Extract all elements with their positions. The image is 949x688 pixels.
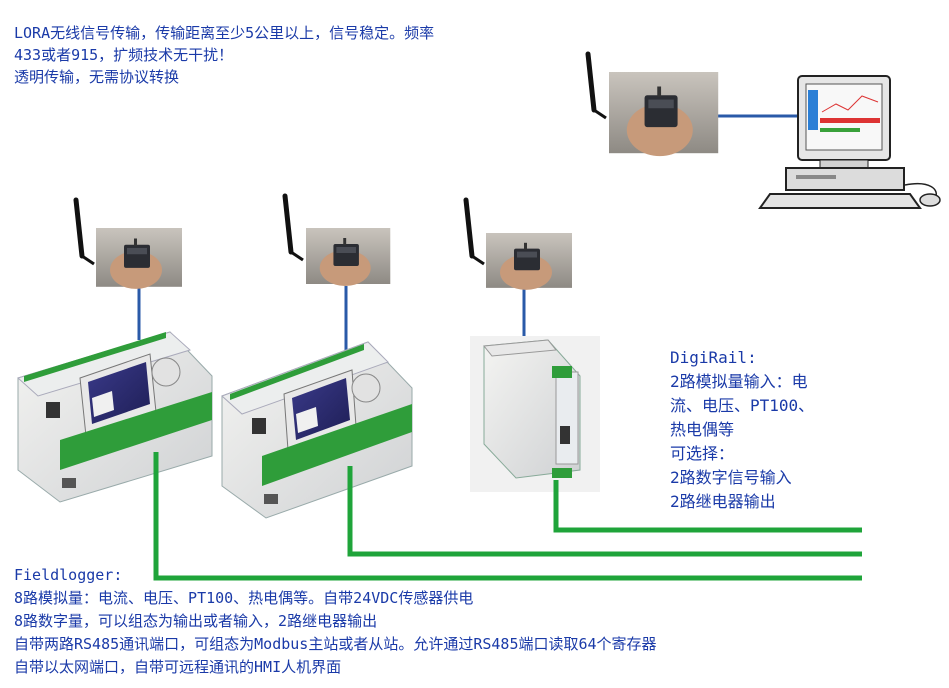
digirail-device [470, 336, 600, 492]
blue-links [137, 114, 798, 360]
fieldlogger-device-1 [17, 331, 213, 503]
lora-line-3: 透明传输，无需协议转换 [14, 68, 180, 86]
fieldlogger-line-2: 8路模拟量：电流、电压、PT100、热电偶等。自带24VDC传感器供电 [14, 589, 474, 607]
digirail-line-7: 2路继电器输出 [670, 492, 776, 511]
fieldlogger-line-1: Fieldlogger: [14, 566, 123, 584]
bus-line-fieldlogger-2 [347, 466, 862, 557]
lora-line-1: LORA无线信号传输，传输距离至少5公里以上，信号稳定。频率 [14, 24, 435, 42]
base-radio [588, 54, 719, 157]
fieldlogger-line-4: 自带两路RS485通讯端口，可组态为Modbus主站或者从站。允许通过RS485… [14, 635, 657, 653]
digirail-description: DigiRail: 2路模拟量输入：电 流、电压、PT100、 热电偶等 可选择… [670, 346, 814, 514]
digirail-line-1: DigiRail: [670, 348, 757, 367]
pc-workstation [758, 75, 941, 209]
remote-radio-2 [285, 196, 391, 286]
remote-radio-3 [466, 200, 572, 290]
lora-line-2: 433或者915，扩频技术无干扰！ [14, 46, 234, 64]
fieldlogger-description: Fieldlogger: 8路模拟量：电流、电压、PT100、热电偶等。自带24… [14, 564, 657, 679]
lora-description: LORA无线信号传输，传输距离至少5公里以上，信号稳定。频率 433或者915，… [14, 22, 434, 88]
bus-line-digirail [553, 480, 862, 533]
digirail-line-3: 流、电压、PT100、 [670, 396, 815, 415]
bus-line-fieldlogger-1 [153, 452, 862, 581]
fieldlogger-device-2 [221, 341, 413, 519]
green-bus-lines [153, 452, 862, 581]
fieldlogger-line-3: 8路数字量，可以组态为输出或者输入，2路继电器输出 [14, 612, 378, 630]
digirail-line-2: 2路模拟量输入：电 [670, 372, 808, 391]
digirail-line-6: 2路数字信号输入 [670, 468, 792, 487]
digirail-line-5: 可选择： [670, 444, 735, 463]
digirail-line-4: 热电偶等 [670, 420, 735, 439]
remote-radio-1 [76, 200, 182, 289]
fieldlogger-line-5: 自带以太网端口，自带可远程通讯的HMI人机界面 [14, 658, 342, 676]
